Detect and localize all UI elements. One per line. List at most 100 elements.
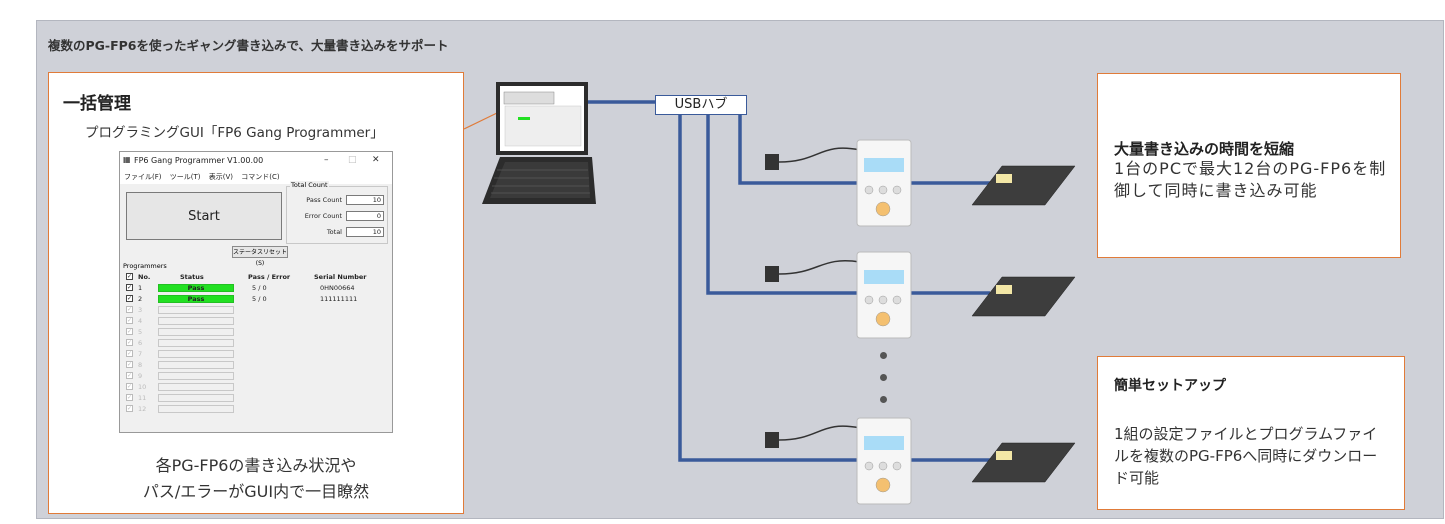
- time-saving-box: 大量書き込みの時間を短縮 1台のPCで最大12台のPG-FP6を制御して同時に書…: [1097, 73, 1401, 258]
- menu-file[interactable]: ファイル(F): [124, 173, 162, 181]
- row-checkbox[interactable]: ✓: [126, 372, 133, 379]
- table-row: ✓9: [126, 371, 388, 382]
- table-row: ✓7: [126, 349, 388, 360]
- programmer-unit-3: [765, 417, 912, 505]
- row-checkbox[interactable]: ✓: [126, 350, 133, 357]
- minimize-button[interactable]: –: [324, 155, 329, 165]
- table-row: ✓6: [126, 338, 388, 349]
- col-serial: Serial Number: [314, 273, 367, 281]
- target-board-2: [971, 276, 1076, 317]
- programmers-label: Programmers: [123, 262, 167, 270]
- table-row: ✓8: [126, 360, 388, 371]
- row-serial: 0HN00664: [320, 284, 355, 292]
- col-pass-error: Pass / Error: [248, 273, 291, 281]
- total-label: Total: [326, 228, 342, 236]
- status-reset-button[interactable]: ステータスリセット(S): [232, 246, 288, 267]
- table-row: ✓5: [126, 327, 388, 338]
- row-number: 4: [138, 317, 143, 325]
- row-status: Pass: [158, 295, 234, 303]
- easy-setup-body: 1組の設定ファイルとプログラムファイルを複数のPG-FP6へ同時にダウンロード可…: [1114, 425, 1378, 487]
- total-row: Total 10: [327, 227, 384, 237]
- ellipsis-dot: [880, 352, 887, 359]
- row-number: 8: [138, 361, 143, 369]
- select-all-checkbox[interactable]: ✓: [126, 273, 133, 280]
- error-count-value: 0: [346, 211, 384, 221]
- pass-count-row: Pass Count 10: [306, 195, 384, 205]
- error-count-row: Error Count 0: [305, 211, 384, 221]
- menu-tools[interactable]: ツール(T): [169, 173, 201, 181]
- target-board-3: [971, 442, 1076, 483]
- row-checkbox[interactable]: ✓: [126, 394, 133, 401]
- ellipsis-dot: [880, 396, 887, 403]
- table-row: ✓3: [126, 305, 388, 316]
- row-number: 3: [138, 306, 143, 314]
- table-row: ✓ 12: [126, 404, 388, 415]
- table-row: ✓ 2 Pass 5 / 0 111111111: [126, 294, 388, 305]
- row-checkbox[interactable]: ✓: [126, 328, 133, 335]
- pass-count-label: Pass Count: [306, 196, 342, 204]
- row-status: [158, 339, 234, 347]
- management-box: 一括管理 プログラミングGUI「FP6 Gang Programmer」 ▦ F…: [48, 72, 464, 514]
- hub-line-3: [678, 115, 860, 462]
- ellipsis-dot: [880, 374, 887, 381]
- menu-view[interactable]: 表示(V): [208, 173, 233, 181]
- row-status: Pass: [158, 284, 234, 292]
- row-number: 7: [138, 350, 143, 358]
- table-row: ✓10: [126, 382, 388, 393]
- row-checkbox[interactable]: ✓: [126, 284, 133, 291]
- row-pass-error: 5 / 0: [252, 295, 267, 303]
- table-row: ✓ 11: [126, 393, 388, 404]
- time-saving-body: 1台のPCで最大12台のPG-FP6を制御して同時に書き込み可能: [1114, 159, 1387, 200]
- row-status: [158, 405, 234, 413]
- row-checkbox[interactable]: ✓: [126, 361, 133, 368]
- start-button[interactable]: Start: [126, 192, 282, 240]
- caption-line-1: 各PG-FP6の書き込み状況や: [155, 456, 357, 475]
- menu-bar: ファイル(F) ツール(T) 表示(V) コマンド(C): [120, 170, 392, 184]
- pass-count-value: 10: [346, 195, 384, 205]
- row-checkbox[interactable]: ✓: [126, 339, 133, 346]
- target-board-1: [971, 165, 1076, 206]
- menu-command[interactable]: コマンド(C): [241, 173, 280, 181]
- table-row: ✓ 1 Pass 5 / 0 0HN00664: [126, 283, 388, 294]
- leader-line: [463, 112, 498, 130]
- window-title: FP6 Gang Programmer V1.00.00: [134, 156, 264, 165]
- row-status: [158, 361, 234, 369]
- row-status: [158, 350, 234, 358]
- row-status: [158, 328, 234, 336]
- window-titlebar: ▦ FP6 Gang Programmer V1.00.00 – □ ✕: [120, 152, 392, 170]
- laptop-icon: [482, 82, 596, 204]
- table-header: ✓ No. Status Pass / Error Serial Number: [126, 272, 388, 283]
- row-number: 1: [138, 284, 143, 292]
- maximize-button[interactable]: □: [348, 155, 357, 165]
- row-number: 2: [138, 295, 143, 303]
- row-number: 12: [138, 405, 147, 413]
- col-status: Status: [180, 273, 204, 281]
- row-checkbox[interactable]: ✓: [126, 383, 133, 390]
- row-number: 9: [138, 372, 143, 380]
- row-pass-error: 5 / 0: [252, 284, 267, 292]
- gui-name: プログラミングGUI「FP6 Gang Programmer」: [85, 125, 384, 141]
- col-no: No.: [138, 273, 151, 281]
- total-value: 10: [346, 227, 384, 237]
- row-checkbox[interactable]: ✓: [126, 295, 133, 302]
- hub-line-1: [738, 115, 860, 185]
- row-number: 6: [138, 339, 143, 347]
- row-checkbox[interactable]: ✓: [126, 306, 133, 313]
- main-title: 複数のPG-FP6を使ったギャング書き込みで、大量書き込みをサポート: [48, 38, 449, 53]
- app-icon: ▦: [123, 155, 131, 164]
- row-checkbox[interactable]: ✓: [126, 317, 133, 324]
- error-count-label: Error Count: [304, 212, 342, 220]
- caption-line-2: パス/エラーがGUI内で一目瞭然: [142, 482, 370, 501]
- row-status: [158, 383, 234, 391]
- row-status: [158, 317, 234, 325]
- row-serial: 111111111: [320, 295, 358, 303]
- time-saving-title: 大量書き込みの時間を短縮: [1114, 140, 1295, 158]
- row-number: 11: [138, 394, 147, 402]
- close-button[interactable]: ✕: [372, 155, 380, 165]
- row-checkbox[interactable]: ✓: [126, 405, 133, 412]
- management-title: 一括管理: [63, 94, 131, 114]
- table-row: ✓4: [126, 316, 388, 327]
- programmer-unit-1: [765, 139, 912, 227]
